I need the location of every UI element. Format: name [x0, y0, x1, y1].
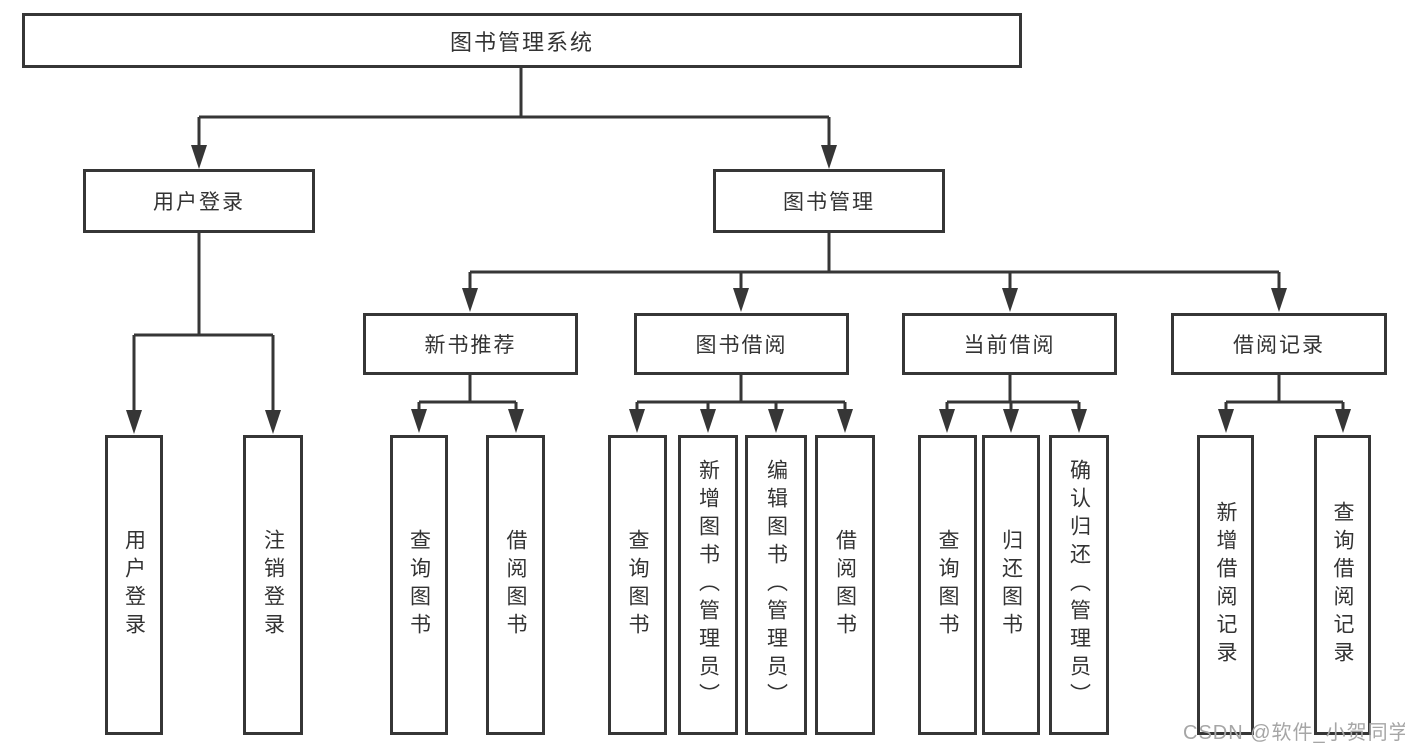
arrowhead-icon: [1003, 409, 1019, 433]
node-current-borrow: 当前借阅: [902, 313, 1117, 375]
arrowhead-icon: [821, 145, 837, 169]
arrowhead-icon: [1002, 288, 1018, 312]
leaf-borrow-books-recommend: 借阅图书: [486, 435, 545, 735]
arrowhead-icon: [411, 409, 427, 433]
arrowhead-icon: [126, 410, 142, 434]
node-book-management: 图书管理: [713, 169, 945, 233]
connector-book-management-children: [462, 233, 1287, 312]
node-borrow-records: 借阅记录: [1171, 313, 1387, 375]
arrowhead-icon: [1271, 288, 1287, 312]
leaf-add-borrow-record: 新增借阅记录: [1197, 435, 1254, 735]
connector-new-book-children: [411, 375, 524, 433]
arrowhead-icon: [1335, 409, 1351, 433]
arrowhead-icon: [768, 409, 784, 433]
connector-book-borrow-children: [629, 375, 853, 433]
node-book-borrow: 图书借阅: [634, 313, 849, 375]
leaf-confirm-return-admin: 确认归还（管理员）: [1049, 435, 1109, 735]
leaf-query-books-borrow: 查询图书: [608, 435, 667, 735]
leaf-borrow-books: 借阅图书: [815, 435, 875, 735]
connector-current-borrow-children: [939, 375, 1087, 433]
arrowhead-icon: [733, 288, 749, 312]
node-user-login: 用户登录: [83, 169, 315, 233]
arrowhead-icon: [191, 145, 207, 169]
leaf-query-books-recommend: 查询图书: [390, 435, 448, 735]
leaf-query-borrow-record: 查询借阅记录: [1314, 435, 1371, 735]
arrowhead-icon: [265, 410, 281, 434]
arrowhead-icon: [508, 409, 524, 433]
connector-root-to-level2: [191, 68, 837, 169]
leaf-query-books-current: 查询图书: [918, 435, 977, 735]
arrowhead-icon: [939, 409, 955, 433]
leaf-add-books-admin: 新增图书（管理员）: [678, 435, 738, 735]
arrowhead-icon: [1071, 409, 1087, 433]
arrowhead-icon: [837, 409, 853, 433]
leaf-edit-books-admin: 编辑图书（管理员）: [745, 435, 807, 735]
connector-user-login-children: [126, 233, 281, 434]
leaf-return-books: 归还图书: [982, 435, 1040, 735]
arrowhead-icon: [462, 288, 478, 312]
leaf-logout: 注销登录: [243, 435, 303, 735]
node-new-book-recommend: 新书推荐: [363, 313, 578, 375]
leaf-user-login: 用户登录: [105, 435, 163, 735]
arrowhead-icon: [1218, 409, 1234, 433]
connector-borrow-records-children: [1218, 375, 1351, 433]
csdn-watermark: CSDN @软件_小贺同学: [1183, 722, 1405, 744]
arrowhead-icon: [700, 409, 716, 433]
arrowhead-icon: [629, 409, 645, 433]
node-library-system: 图书管理系统: [22, 13, 1022, 68]
